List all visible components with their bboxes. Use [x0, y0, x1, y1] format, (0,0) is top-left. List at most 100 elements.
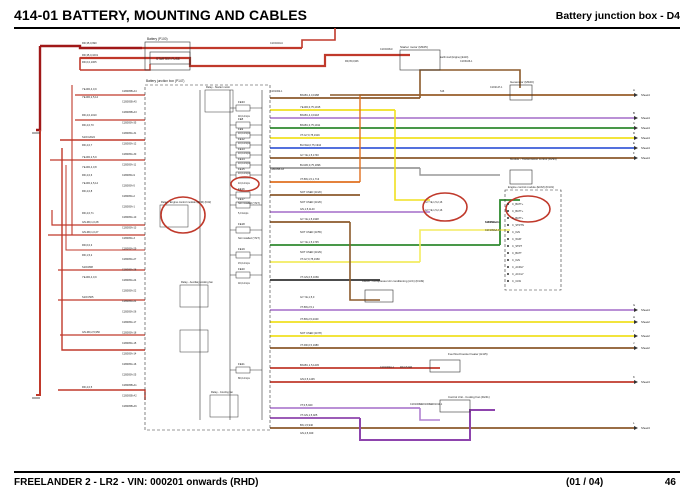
- connector-pin-label: C1B005A-3: [122, 237, 136, 240]
- wire-label: GN-RD,1,0,27: [82, 230, 99, 234]
- relay-engine-label: Relay - Engine control module (ECM) (D42…: [161, 200, 211, 204]
- connector-pin-label: C1B005A-21: [122, 300, 137, 303]
- ecm-pin-label: C_BATT+: [512, 209, 524, 213]
- connector-dot: [507, 238, 509, 240]
- fuse-id: FE15: [238, 167, 245, 171]
- ecm-pin-label: C_BATT+: [512, 202, 524, 206]
- ecm-pin-label: C_STRT: [512, 244, 522, 248]
- connector-pin-label: C1B005A-29: [122, 248, 137, 251]
- wire-label: RD,4,0,1010: [82, 113, 97, 117]
- wire-letter: B: [633, 111, 635, 115]
- connector-label: Earth stud (Engine) (E110): [440, 56, 468, 59]
- component-layer: [32, 41, 638, 431]
- ecm-pin-label: C_ACRLY: [512, 265, 524, 269]
- connector-pin-label: C1B005A-1: [122, 206, 136, 209]
- fuse-id: FE9: [238, 127, 244, 131]
- fuse-rating: 10,0 Amps: [238, 172, 251, 175]
- highlight-circle: [505, 195, 551, 223]
- connector-dot: [507, 203, 509, 205]
- wire-label: YE-RD,2,5,14: [82, 181, 99, 185]
- relay-auxiliary-label: Relay - Auxiliary cooling fan: [181, 280, 213, 284]
- fuse-symbol: [235, 131, 251, 139]
- edge-arrow: [634, 146, 638, 150]
- page-subtitle: Battery junction box - D4: [555, 10, 680, 22]
- edge-arrow: [634, 136, 638, 140]
- edge-arrow: [634, 346, 638, 350]
- sheet-reference: Sheet4: [641, 156, 650, 160]
- wire-label: RD,6,0,3: [82, 243, 93, 247]
- fuse-rating: 10,0 Amps: [238, 152, 251, 155]
- clutch-compressor-box: [364, 289, 394, 303]
- battery-box: [144, 41, 191, 71]
- footer-page-number: 46: [664, 477, 676, 488]
- page-title: 414-01 BATTERY, MOUNTING AND CABLES: [14, 7, 308, 23]
- edge-arrow: [634, 308, 638, 312]
- wire-letter: J: [633, 341, 635, 345]
- wire-label: VT-BN,2,5,2340: [300, 317, 319, 321]
- fuse-symbol: [235, 251, 251, 259]
- connector-pin-label: C1B005A-35: [122, 122, 137, 125]
- wire-label: GN-RD,2,5,950: [82, 330, 100, 334]
- wire-label: S1OC2024: [82, 135, 95, 139]
- wire-label: GN,1,5,1140: [300, 207, 315, 211]
- connector-pin-label: C1B005A-24: [122, 279, 137, 282]
- connector-label: C1O1002-1: [270, 90, 283, 93]
- wire-label: VT-BN,1,5,1,713: [300, 177, 320, 181]
- wire-label: NOT USED (1F26): [300, 200, 322, 204]
- fuse-id: FE12: [238, 137, 245, 141]
- ecm-label: Engine control module (ECM) (D131): [508, 185, 554, 189]
- wire: [65, 165, 145, 251]
- connector-pin-label: C1B005B-A5: [122, 101, 137, 104]
- fuse-rating: 10,0 Amps: [238, 162, 251, 165]
- fuse-rating: 5,0 Amps: [238, 212, 249, 215]
- wire: [349, 222, 380, 301]
- relay-starter-label: Relay - Starter motor: [206, 85, 230, 89]
- wire-letter: E: [633, 141, 635, 145]
- sheet-reference: Sheet4: [641, 308, 650, 312]
- junction-box-label: Battery junction box (P147): [146, 79, 184, 83]
- connector-pin-label: C1B005A-25: [122, 374, 137, 377]
- wire-letter: G: [633, 303, 635, 307]
- sheet-reference: Sheet2: [641, 346, 650, 350]
- connector-dot: [507, 210, 509, 212]
- edge-arrow: [634, 116, 638, 120]
- wire-label: VT-GN,1,5,925: [300, 413, 318, 417]
- connector-label: C1O1011-1: [430, 403, 443, 406]
- left-trunk-wire: [36, 130, 41, 396]
- connector-label: C1O3106-1: [460, 60, 473, 63]
- ecm-pin-label: C_BATT: [512, 251, 522, 255]
- sheet-reference: Sheet4: [641, 126, 650, 130]
- fuse-id: FE18: [238, 222, 245, 226]
- ecm-pin-label: C_WUP: [512, 237, 522, 241]
- wire-letter: C: [633, 121, 635, 125]
- connector-label: C1O1006-2: [420, 403, 433, 406]
- starter-cable-wire: [142, 53, 410, 68]
- wire-label: GN,0,5,1445: [300, 377, 315, 381]
- edge-arrow: [634, 93, 638, 97]
- wire-label: BU-WH,0,75,1944: [300, 143, 322, 147]
- wire-label: GY-YE,1,5,1928: [300, 217, 319, 221]
- connector-label: RD,35,0,906: [345, 60, 359, 63]
- wire-letter: H: [633, 315, 635, 319]
- wire-label: BU-RD,0,75,1996: [300, 163, 321, 167]
- wire-label: NOT USED (1F29): [300, 250, 322, 254]
- wire-label: BN-BU,0,75,1911: [300, 123, 321, 127]
- fuse-id: FE19: [238, 247, 245, 251]
- sheet-reference: Sheet4: [641, 93, 650, 97]
- battery-feed-wire: [36, 46, 42, 132]
- ecm-wire-label: S1B65AA-A: [485, 221, 499, 224]
- edge-arrow: [634, 126, 638, 130]
- battery-feed-wire: [40, 44, 142, 50]
- battery-label: Battery (P100): [147, 37, 168, 41]
- wire-label: GY-YE,1,5,1745: [300, 240, 319, 244]
- transmission-module-label: Module - Transmission control (D294): [510, 157, 557, 161]
- wire-label: VT-GY,0,75,1960: [300, 257, 320, 261]
- sheet-reference: Sheet3: [641, 426, 650, 430]
- connector-label: C1O1006-1: [410, 403, 423, 406]
- fuse-rating: 40,0 Amps: [238, 115, 251, 118]
- connector-pin-label: C1B005A-11: [122, 164, 137, 167]
- fuse-rating: 10,0 Amps: [238, 142, 251, 145]
- wire: [419, 168, 500, 176]
